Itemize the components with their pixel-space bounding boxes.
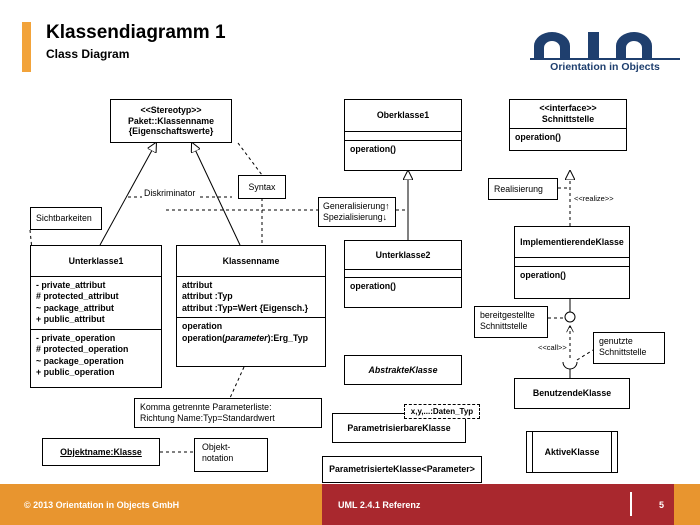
unterklasse1-class: Unterklasse1 - private_attribut # protec… [30, 245, 162, 388]
klassenname-name: Klassenname [222, 255, 280, 266]
attribute-public: + public_attribut [36, 314, 105, 325]
bereitgestellte-line1: bereitgestellte [480, 310, 535, 320]
operation-private: - private_operation [36, 332, 116, 343]
klassenname-class: Klassenname attribut attribut :Typ attri… [176, 245, 326, 367]
unterklasse2-operation: operation() [345, 277, 461, 295]
generalization-klassenname [192, 143, 241, 246]
interface-stereotype: <<interface>> [539, 103, 597, 114]
objektnotation-note: Objekt- notation [194, 438, 268, 472]
unterklasse1-operations: - private_operation # protected_operatio… [31, 328, 161, 382]
op-param: parameter [225, 332, 268, 343]
unterklasse2-attributes [345, 269, 461, 277]
op-suffix: ):Erg_Typ [267, 332, 308, 343]
accent-bar [22, 22, 31, 72]
interface-name: Schnittstelle [541, 114, 595, 124]
oberklasse1-operation: operation() [345, 140, 461, 158]
op-prefix: operation( [182, 332, 226, 343]
genutzte-line2: Schnittstelle [599, 347, 647, 358]
implementierende-name: ImplementierendeKlasse [520, 236, 624, 247]
footer-divider [630, 492, 632, 516]
genutzte-line1: genutzte [599, 336, 633, 346]
genutzte-anchor-line [576, 349, 594, 361]
generalization-unterklasse1 [99, 143, 156, 246]
schnittstelle-interface: <<interface>> Schnittstelle operation() [509, 99, 627, 151]
benutzende-class: BenutzendeKlasse [514, 378, 630, 409]
realize-label: <<realize>> [574, 194, 614, 203]
diskriminator-label: Diskriminator [142, 188, 198, 200]
unterklasse1-name: Unterklasse1 [68, 255, 124, 266]
operation-protected: # protected_operation [36, 344, 129, 355]
footer-copyright: © 2013 Orientation in Objects GmbH [24, 500, 180, 510]
page-title: Klassendiagramm 1 [46, 22, 226, 43]
operation-simple: operation [182, 321, 223, 332]
unterklasse2-class: Unterklasse2 operation() [344, 240, 462, 308]
implementierende-attributes [515, 257, 629, 266]
generalisierung-note: Generalisierung↑ Spezialisierung↓ [318, 197, 396, 227]
bereitgestellte-line2: Schnittstelle [480, 321, 528, 332]
provided-interface-ball [564, 311, 576, 323]
sichtbarkeiten-note: Sichtbarkeiten [30, 207, 102, 230]
parameterliste-line2: Richtung Name:Typ=Standardwert [140, 413, 275, 424]
parameterliste-note: Komma getrennte Parameterliste: Richtung… [134, 398, 322, 428]
attribute-typed: attribut :Typ [182, 291, 233, 302]
parameterliste-line1: Komma getrennte Parameterliste: [140, 402, 272, 412]
logo-tagline: Orientation in Objects [550, 61, 660, 73]
operation-public: + public_operation [36, 366, 115, 377]
realisierung-note: Realisierung [488, 178, 558, 200]
schnittstelle-header: <<interface>> Schnittstelle [510, 100, 626, 128]
logo-mark-icon [530, 32, 680, 60]
attribute-private: - private_attribut [36, 280, 106, 290]
syntax-anchor-line [237, 142, 263, 176]
parameterliste-anchor-line [229, 366, 245, 399]
objektnotation-line2: notation [202, 453, 234, 464]
call-label: <<call>> [538, 343, 567, 352]
genutzte-note: genutzte Schnittstelle [593, 332, 665, 364]
footer-reference-bar: UML 2.4.1 Referenz 5 [322, 484, 674, 525]
interface-operation: operation() [510, 128, 626, 146]
attribute-protected: # protected_attribut [36, 291, 119, 302]
syntax-note: Syntax [238, 175, 286, 199]
page-subtitle: Class Diagram [46, 47, 130, 61]
attribute-plain: attribut [182, 280, 213, 290]
parametrisierte-class: ParametrisierteKlasse<Parameter> [322, 456, 482, 483]
stereotype-class: <<Stereotyp>> Paket::Klassenname {Eigens… [110, 99, 232, 143]
template-parameter-box: x,y,...:Daten_Typ [404, 404, 480, 419]
bereitgestellte-note: bereitgestellte Schnittstelle [474, 306, 548, 338]
attribute-package: ~ package_attribut [36, 302, 114, 313]
abstrakte-class: AbstrakteKlasse [344, 355, 462, 385]
oberklasse1-attributes [345, 131, 461, 140]
implementierende-operation: operation() [515, 266, 629, 284]
property-values: {Eigenschaftswerte} [128, 126, 214, 137]
oberklasse1-class: Oberklasse1 operation() [344, 99, 462, 171]
aktive-class: AktiveKlasse [526, 431, 618, 473]
operation-package: ~ package_operation [36, 355, 124, 366]
aktive-name: AktiveKlasse [532, 432, 612, 472]
objektnotation-line1: Objekt- [202, 442, 231, 452]
page-number: 5 [659, 500, 665, 510]
spezialisierung-text: Spezialisierung↓ [323, 212, 388, 223]
operation-with-params: operation(parameter):Erg_Typ [182, 333, 320, 344]
generalisierung-text: Generalisierung↑ [323, 201, 390, 211]
objekt-instance: Objektname:Klasse [42, 438, 160, 466]
footer-reference: UML 2.4.1 Referenz [338, 500, 421, 510]
implementierende-class: ImplementierendeKlasse operation() [514, 226, 630, 299]
stereotype-label: <<Stereotyp>> [140, 104, 202, 115]
unterklasse1-attributes: - private_attribut # protected_attribut … [31, 276, 161, 329]
klassenname-operations: operation operation(parameter):Erg_Typ [177, 317, 325, 347]
klassenname-attributes: attribut attribut :Typ attribut :Typ=Wer… [177, 276, 325, 317]
qualified-class-name: Paket::Klassenname [127, 115, 215, 126]
oberklasse1-name: Oberklasse1 [376, 110, 430, 120]
unterklasse2-name: Unterklasse2 [375, 249, 431, 260]
attribute-full: attribut :Typ=Wert {Eigensch.} [182, 302, 309, 313]
company-logo: Orientation in Objects [530, 28, 680, 76]
required-interface-socket [562, 361, 578, 370]
